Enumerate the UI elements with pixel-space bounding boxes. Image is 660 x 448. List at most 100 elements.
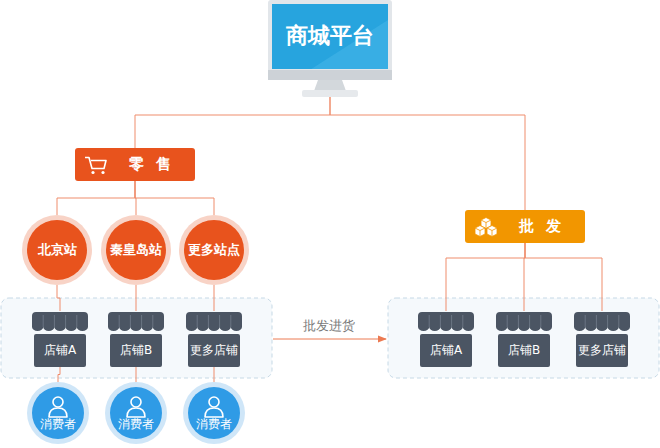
monitor-chin	[268, 70, 392, 80]
person-body	[49, 408, 67, 417]
shop-body	[34, 334, 86, 367]
awning-stripe	[451, 315, 452, 327]
person-head	[131, 397, 141, 407]
person-head	[53, 397, 63, 407]
tree-connector	[330, 97, 525, 210]
shop-label: 店铺A	[44, 342, 76, 359]
tree-connector	[525, 243, 602, 311]
awning-stripe	[529, 315, 530, 327]
cart-wheel	[91, 171, 94, 174]
wholesale-pill: 批发	[465, 210, 585, 243]
shop-body	[188, 334, 240, 367]
awning-stripe	[65, 315, 66, 327]
awning-stripe	[585, 315, 586, 327]
consumer-circle: 消费者	[183, 382, 245, 444]
platform-title: 商城平台	[286, 21, 374, 51]
shop-icon: 更多店铺	[184, 311, 244, 367]
shop-body	[498, 334, 550, 367]
awning-stripe	[462, 315, 463, 327]
shop-body	[576, 334, 628, 367]
person-head	[209, 397, 219, 407]
category-label: 零售	[117, 155, 183, 174]
awning-stripe	[152, 315, 153, 327]
person-body	[127, 408, 145, 417]
pill-shape	[75, 148, 195, 181]
consumer-circle: 消费者	[105, 382, 167, 444]
node-shape	[27, 382, 89, 444]
shop-icon: 店铺A	[416, 311, 476, 367]
station-ring	[101, 215, 171, 285]
shop-awning	[418, 312, 474, 331]
awning-stripe	[607, 315, 608, 327]
consumer-ring	[27, 382, 89, 444]
awning-stripe	[76, 315, 77, 327]
box-edge	[487, 228, 497, 237]
shop-label: 更多店铺	[578, 342, 626, 359]
monitor-bezel	[268, 0, 392, 80]
consumer-label: 消费者	[40, 416, 76, 433]
node-shape	[183, 382, 245, 444]
box-edge	[475, 228, 485, 237]
station-ring	[22, 215, 92, 285]
tree-connector	[214, 367, 215, 382]
pill-shape	[465, 210, 585, 243]
cart-outline	[85, 158, 106, 169]
awning-stripe	[518, 315, 519, 327]
consumer-label: 消费者	[118, 416, 154, 433]
awning-stripe	[219, 315, 220, 327]
shop-awning	[496, 312, 552, 331]
platform-monitor: 商城平台	[268, 0, 392, 97]
station-ring	[179, 215, 249, 285]
awning-stripe	[208, 315, 209, 327]
shop-awning	[32, 312, 88, 331]
consumer-ring	[105, 382, 167, 444]
shop-icon: 店铺B	[494, 311, 554, 367]
consumer-circle: 消费者	[27, 382, 89, 444]
station-disc	[27, 220, 87, 280]
station-label: 秦皇岛站	[110, 241, 162, 259]
node-shape	[105, 382, 167, 444]
consumer-disc	[32, 387, 84, 439]
awning-stripe	[507, 315, 508, 327]
tree-connector	[214, 285, 215, 311]
node-shape	[184, 311, 244, 367]
shop-body	[420, 334, 472, 367]
node-shape	[572, 311, 632, 367]
shop-label: 更多店铺	[190, 342, 238, 359]
awning-stripe	[54, 315, 55, 327]
boxes-icon	[475, 218, 497, 237]
awning-stripe	[429, 315, 430, 327]
retail-pill: 零售	[75, 148, 195, 181]
box-cube	[475, 226, 485, 237]
station-circle: 北京站	[22, 215, 92, 285]
station-circle: 更多站点	[179, 215, 249, 285]
flow-label: 批发进货	[301, 317, 357, 335]
awning-stripe	[540, 315, 541, 327]
person-body	[205, 408, 223, 417]
shop-icon: 店铺A	[30, 311, 90, 367]
consumer-ring	[183, 382, 245, 444]
station-disc	[184, 220, 244, 280]
shop-body	[110, 334, 162, 367]
tree-connector	[135, 97, 330, 148]
box-cube	[487, 226, 497, 237]
node-shape	[30, 311, 90, 367]
awning-stripe	[43, 315, 44, 327]
awning-stripe	[618, 315, 619, 327]
shop-awning	[574, 312, 630, 331]
tree-connector	[57, 285, 60, 311]
awning-stripe	[197, 315, 198, 327]
tree-connector	[57, 181, 135, 215]
node-shape	[416, 311, 476, 367]
awning-stripe	[130, 315, 131, 327]
tree-connector	[136, 367, 137, 382]
consumer-disc	[188, 387, 240, 439]
shop-icon: 店铺B	[106, 311, 166, 367]
node-shape	[494, 311, 554, 367]
category-label: 批发	[507, 217, 573, 236]
station-label: 更多站点	[188, 241, 240, 259]
consumer-label: 消费者	[196, 416, 232, 433]
station-label: 北京站	[38, 241, 77, 259]
shop-label: 店铺B	[508, 342, 540, 359]
